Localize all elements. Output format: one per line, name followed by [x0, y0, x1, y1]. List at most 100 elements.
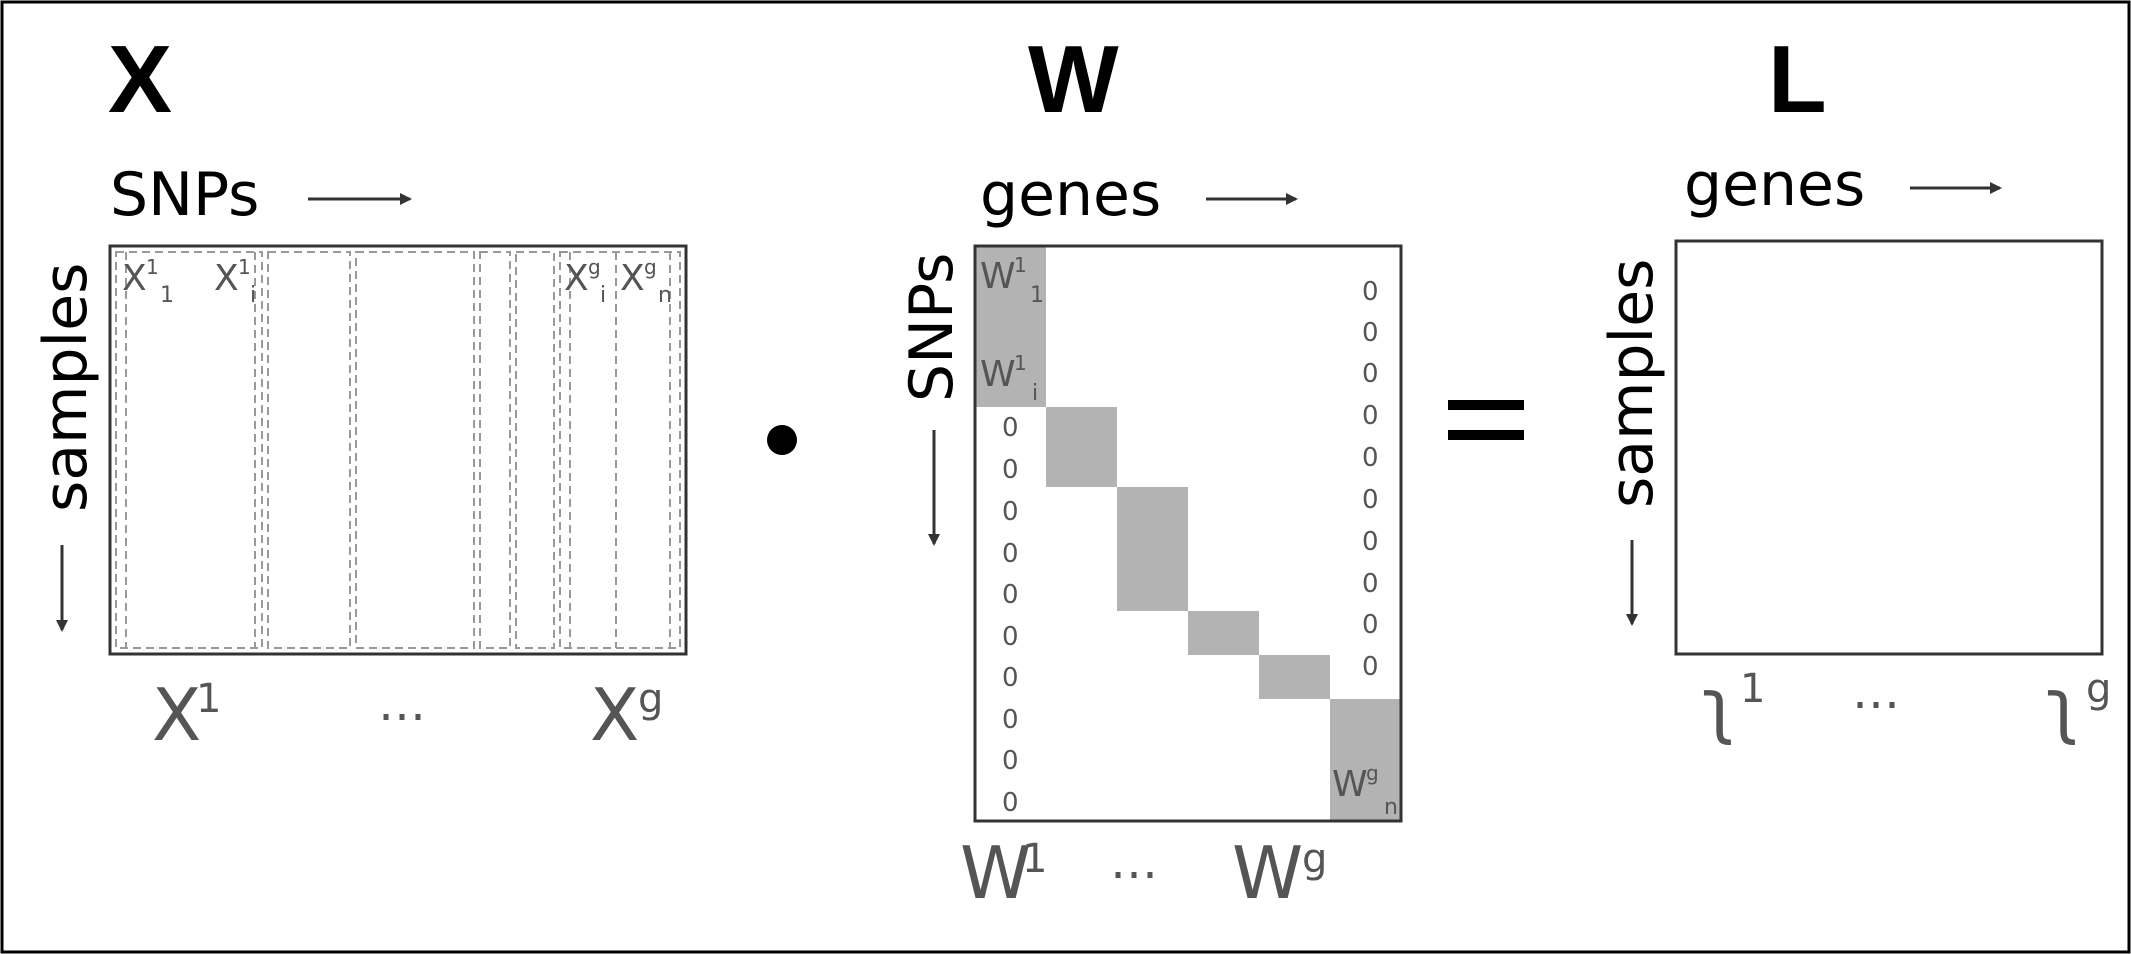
- w-zero: 0: [1362, 443, 1379, 473]
- x-bottom-left-label: X 1: [152, 673, 221, 757]
- svg-text:W: W: [980, 256, 1016, 297]
- w-zero: 0: [1002, 580, 1019, 610]
- w-cell-label-3: W g n: [1332, 761, 1398, 820]
- l-side-label: samples: [1597, 259, 1667, 508]
- svg-text:X: X: [152, 673, 201, 757]
- x-cell-label-3: X g i: [564, 255, 606, 308]
- svg-text:g: g: [644, 255, 657, 279]
- svg-text:1: 1: [238, 255, 251, 279]
- svg-text:X: X: [214, 258, 239, 299]
- x-matrix-box: [108, 244, 688, 656]
- svg-text:g: g: [1366, 761, 1379, 785]
- l-top-label: genes: [1684, 150, 1865, 220]
- w-side-label: SNPs: [897, 253, 967, 402]
- svg-text:g: g: [2086, 666, 2111, 712]
- w-bottom-left-label: W 1: [960, 831, 1047, 915]
- equals-operator: [1448, 400, 1524, 440]
- title-w: W: [1028, 26, 1119, 133]
- w-zero: 0: [1362, 401, 1379, 431]
- svg-text:ʅ: ʅ: [1702, 663, 1735, 747]
- svg-text:g: g: [588, 255, 601, 279]
- w-cell-label-1: W 1 1: [980, 253, 1044, 308]
- svg-text:1: 1: [160, 283, 174, 308]
- w-block-5: [1259, 655, 1330, 699]
- x-side-label: samples: [31, 263, 101, 512]
- svg-text:ʅ: ʅ: [2046, 663, 2079, 747]
- l-bottom-ellipsis: …: [1852, 664, 1900, 720]
- svg-text:i: i: [250, 283, 256, 308]
- w-zero: 0: [1002, 497, 1019, 527]
- w-zero: 0: [1002, 788, 1019, 818]
- w-block-1: [975, 247, 1046, 407]
- svg-text:1: 1: [1740, 666, 1765, 712]
- w-zero: 0: [1362, 318, 1379, 348]
- w-block-3: [1117, 487, 1188, 611]
- svg-text:W: W: [980, 354, 1016, 395]
- w-matrix-box: [973, 244, 1403, 823]
- w-block-4: [1188, 611, 1259, 655]
- svg-text:X: X: [620, 258, 645, 299]
- w-zero: 0: [1002, 622, 1019, 652]
- svg-text:1: 1: [196, 676, 221, 722]
- svg-text:X: X: [564, 258, 589, 299]
- svg-text:i: i: [600, 283, 606, 308]
- svg-text:1: 1: [146, 255, 159, 279]
- x-gene-group-1: [115, 251, 263, 649]
- x-gene-groups: [115, 251, 681, 649]
- svg-text:1: 1: [1030, 283, 1044, 308]
- w-zeros-right: 0 0 0 0 0 0 0 0 0 0: [1362, 277, 1379, 682]
- x-cell-label-2: X 1 i: [214, 255, 256, 308]
- l-matrix-box: [1674, 239, 2104, 656]
- x-bottom-right-label: X g: [590, 673, 663, 757]
- w-top-label: genes: [980, 160, 1161, 230]
- title-x: X: [108, 26, 172, 133]
- w-zero: 0: [1002, 705, 1019, 735]
- title-l: L: [1768, 26, 1827, 133]
- x-gene-group-4: [479, 251, 511, 649]
- x-bottom-ellipsis: …: [378, 676, 426, 732]
- w-zero: 0: [1362, 610, 1379, 640]
- w-zero: 0: [1362, 277, 1379, 307]
- svg-text:n: n: [658, 283, 672, 308]
- svg-text:1: 1: [1014, 351, 1027, 375]
- w-cell-label-2: W 1 i: [980, 351, 1038, 406]
- w-zero: 0: [1362, 527, 1379, 557]
- x-top-label: SNPs: [110, 160, 259, 230]
- x-gene-group-2: [267, 251, 351, 649]
- l-bottom-right-label: ʅ g: [2046, 663, 2111, 747]
- svg-text:g: g: [1302, 836, 1327, 882]
- w-zero: 0: [1362, 569, 1379, 599]
- w-zero: 0: [1002, 413, 1019, 443]
- svg-text:X: X: [590, 673, 639, 757]
- w-block-2: [1046, 407, 1117, 487]
- x-column-dividers: [125, 252, 671, 648]
- w-block-diagonal: [975, 247, 1400, 820]
- x-cell-label-1: X 1 1: [122, 255, 174, 308]
- x-cell-label-4: X g n: [620, 255, 672, 308]
- w-bottom-right-label: W g: [1232, 831, 1327, 915]
- w-bottom-ellipsis: …: [1110, 834, 1158, 890]
- w-zero: 0: [1002, 539, 1019, 569]
- svg-text:n: n: [1384, 795, 1398, 820]
- x-gene-group-6: [559, 251, 681, 649]
- svg-text:1: 1: [1014, 253, 1027, 277]
- w-zero: 0: [1362, 652, 1379, 682]
- w-zeros-left: 0 0 0 0 0 0 0 0 0 0: [1002, 413, 1019, 818]
- svg-text:W: W: [960, 831, 1031, 915]
- w-block-6: [1330, 699, 1400, 820]
- x-gene-group-3: [355, 251, 475, 649]
- dot-operator: [767, 425, 797, 455]
- x-gene-group-5: [515, 251, 555, 649]
- svg-text:W: W: [1232, 831, 1303, 915]
- w-zero: 0: [1002, 663, 1019, 693]
- w-zero: 0: [1002, 746, 1019, 776]
- svg-text:g: g: [638, 676, 663, 722]
- w-zero: 0: [1362, 359, 1379, 389]
- svg-text:X: X: [122, 258, 147, 299]
- w-zero: 0: [1362, 485, 1379, 515]
- svg-text:W: W: [1332, 764, 1368, 805]
- svg-text:i: i: [1032, 381, 1038, 406]
